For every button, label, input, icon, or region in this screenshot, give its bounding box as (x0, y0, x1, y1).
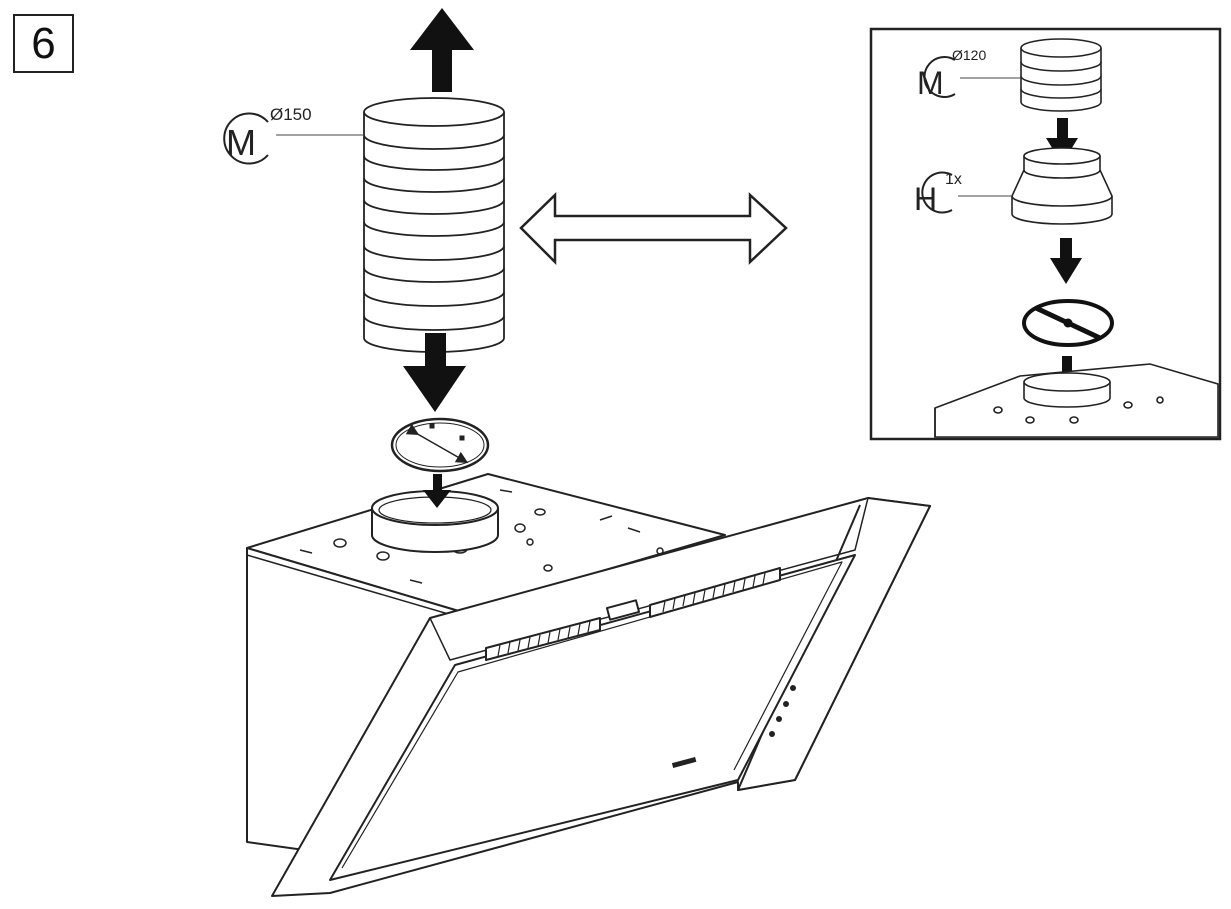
hood-control-buttons (769, 685, 796, 737)
arrow-down-inset-1-icon (1046, 118, 1078, 164)
arrow-down-inset-2-icon (1050, 238, 1082, 284)
arrow-up-icon (410, 8, 474, 92)
exchange-arrow-icon (519, 192, 788, 266)
step-number: 6 (31, 18, 56, 68)
part-diameter: Ø150 (270, 105, 312, 124)
part-label-m-150: M Ø150 (223, 105, 364, 165)
step-number-box: 6 (13, 14, 74, 73)
part-diameter: Ø120 (952, 47, 986, 63)
part-letter: M (226, 122, 256, 163)
hood-grille-left (485, 617, 601, 661)
flexible-duct-150 (363, 97, 505, 353)
backdraft-damper-inset (1022, 299, 1114, 347)
control-button-3 (776, 716, 782, 722)
flexible-duct-120 (1020, 38, 1102, 112)
alternative-inset-panel: M Ø120 H 1x (869, 27, 1222, 441)
control-button-4 (769, 731, 775, 737)
part-letter: H (914, 181, 937, 217)
part-label-h: H 1x (914, 171, 1012, 217)
arrow-down-icon (403, 333, 466, 412)
part-quantity: 1x (945, 171, 962, 188)
control-button-1 (790, 685, 796, 691)
hood-top-inset (934, 363, 1219, 438)
part-letter: M (917, 65, 944, 101)
hood-glass-panel (329, 554, 856, 881)
arrow-down-small-icon (423, 474, 451, 508)
backdraft-damper (390, 417, 490, 473)
range-hood (246, 473, 931, 897)
hood-top-holes (299, 489, 664, 584)
control-button-2 (783, 701, 789, 707)
reducer-adapter (1011, 147, 1113, 225)
part-label-m-120: M Ø120 (917, 47, 1021, 101)
hood-grille-right (649, 567, 781, 618)
